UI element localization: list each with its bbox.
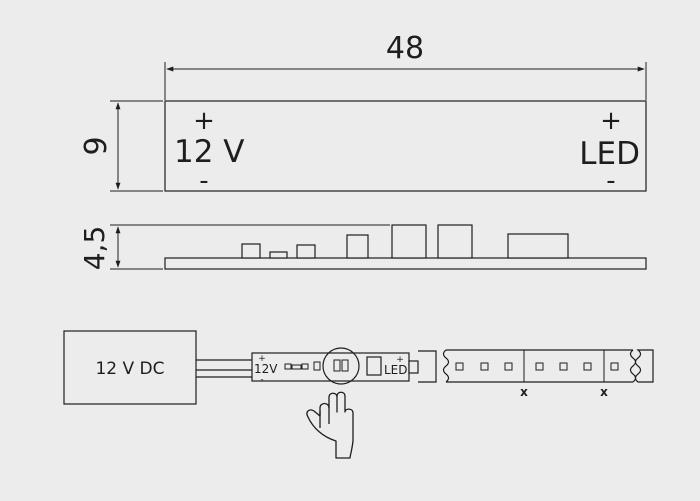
side-height-dimension-label: 4,5 (78, 226, 111, 271)
side-component-5 (391, 224, 427, 259)
led-2 (480, 362, 489, 371)
side-component-4 (346, 234, 369, 259)
side-component-2 (269, 251, 288, 259)
led-1 (455, 362, 464, 371)
led-5 (559, 362, 568, 371)
strip-connector (418, 350, 437, 383)
height-dimension-label: 9 (79, 136, 114, 155)
module-input-label: 12V (254, 362, 278, 376)
wiring-view: 12 V DC + 12V - + LED - (63, 330, 654, 459)
led-strip-end-piece (634, 349, 654, 383)
hand-pointer-icon (306, 391, 354, 459)
module-output-minus: - (398, 376, 401, 386)
cut-mark-2: x (600, 385, 608, 399)
output-plus-sign: + (600, 106, 622, 136)
controller-module (251, 352, 410, 382)
side-component-1 (241, 243, 261, 259)
power-supply-label: 12 V DC (95, 359, 164, 379)
module-smd-2 (291, 364, 302, 370)
module-top-outline (164, 100, 647, 192)
module-chip (366, 356, 382, 376)
module-output-label: LED (384, 363, 408, 377)
touch-switch-pad-left[interactable] (333, 359, 341, 372)
side-component-6 (437, 224, 473, 259)
module-smd-3 (301, 363, 309, 370)
led-strip-break-left (442, 349, 450, 383)
led-4 (535, 362, 544, 371)
pcb-side-profile (164, 257, 647, 270)
module-smd-4 (313, 361, 321, 371)
input-minus-sign: - (199, 166, 208, 196)
side-component-3 (296, 244, 316, 259)
side-component-7 (507, 233, 569, 259)
module-smd-1 (284, 363, 292, 370)
input-plus-sign: + (193, 106, 215, 136)
power-supply-box (63, 330, 197, 405)
output-led-label: LED (579, 136, 640, 172)
side-view: 4,5 (78, 224, 647, 271)
led-7 (610, 362, 619, 371)
module-input-minus: - (260, 375, 263, 385)
hand-finger-lines (319, 407, 330, 428)
top-view: 48 9 + 12 V - + LED - (79, 31, 647, 196)
width-dimension-label: 48 (386, 31, 424, 66)
module-input-plus: + (258, 354, 266, 364)
led-strip-break-right (629, 349, 637, 383)
touch-switch-pad-right[interactable] (341, 359, 349, 372)
led-6 (583, 362, 592, 371)
module-output-plus: + (396, 355, 404, 365)
input-voltage-label: 12 V (174, 134, 245, 170)
touch-switch-highlight[interactable] (322, 347, 360, 385)
module-connector-pin (408, 360, 419, 374)
output-minus-sign: - (606, 166, 615, 196)
led-3 (504, 362, 513, 371)
cut-mark-1: x (520, 385, 528, 399)
